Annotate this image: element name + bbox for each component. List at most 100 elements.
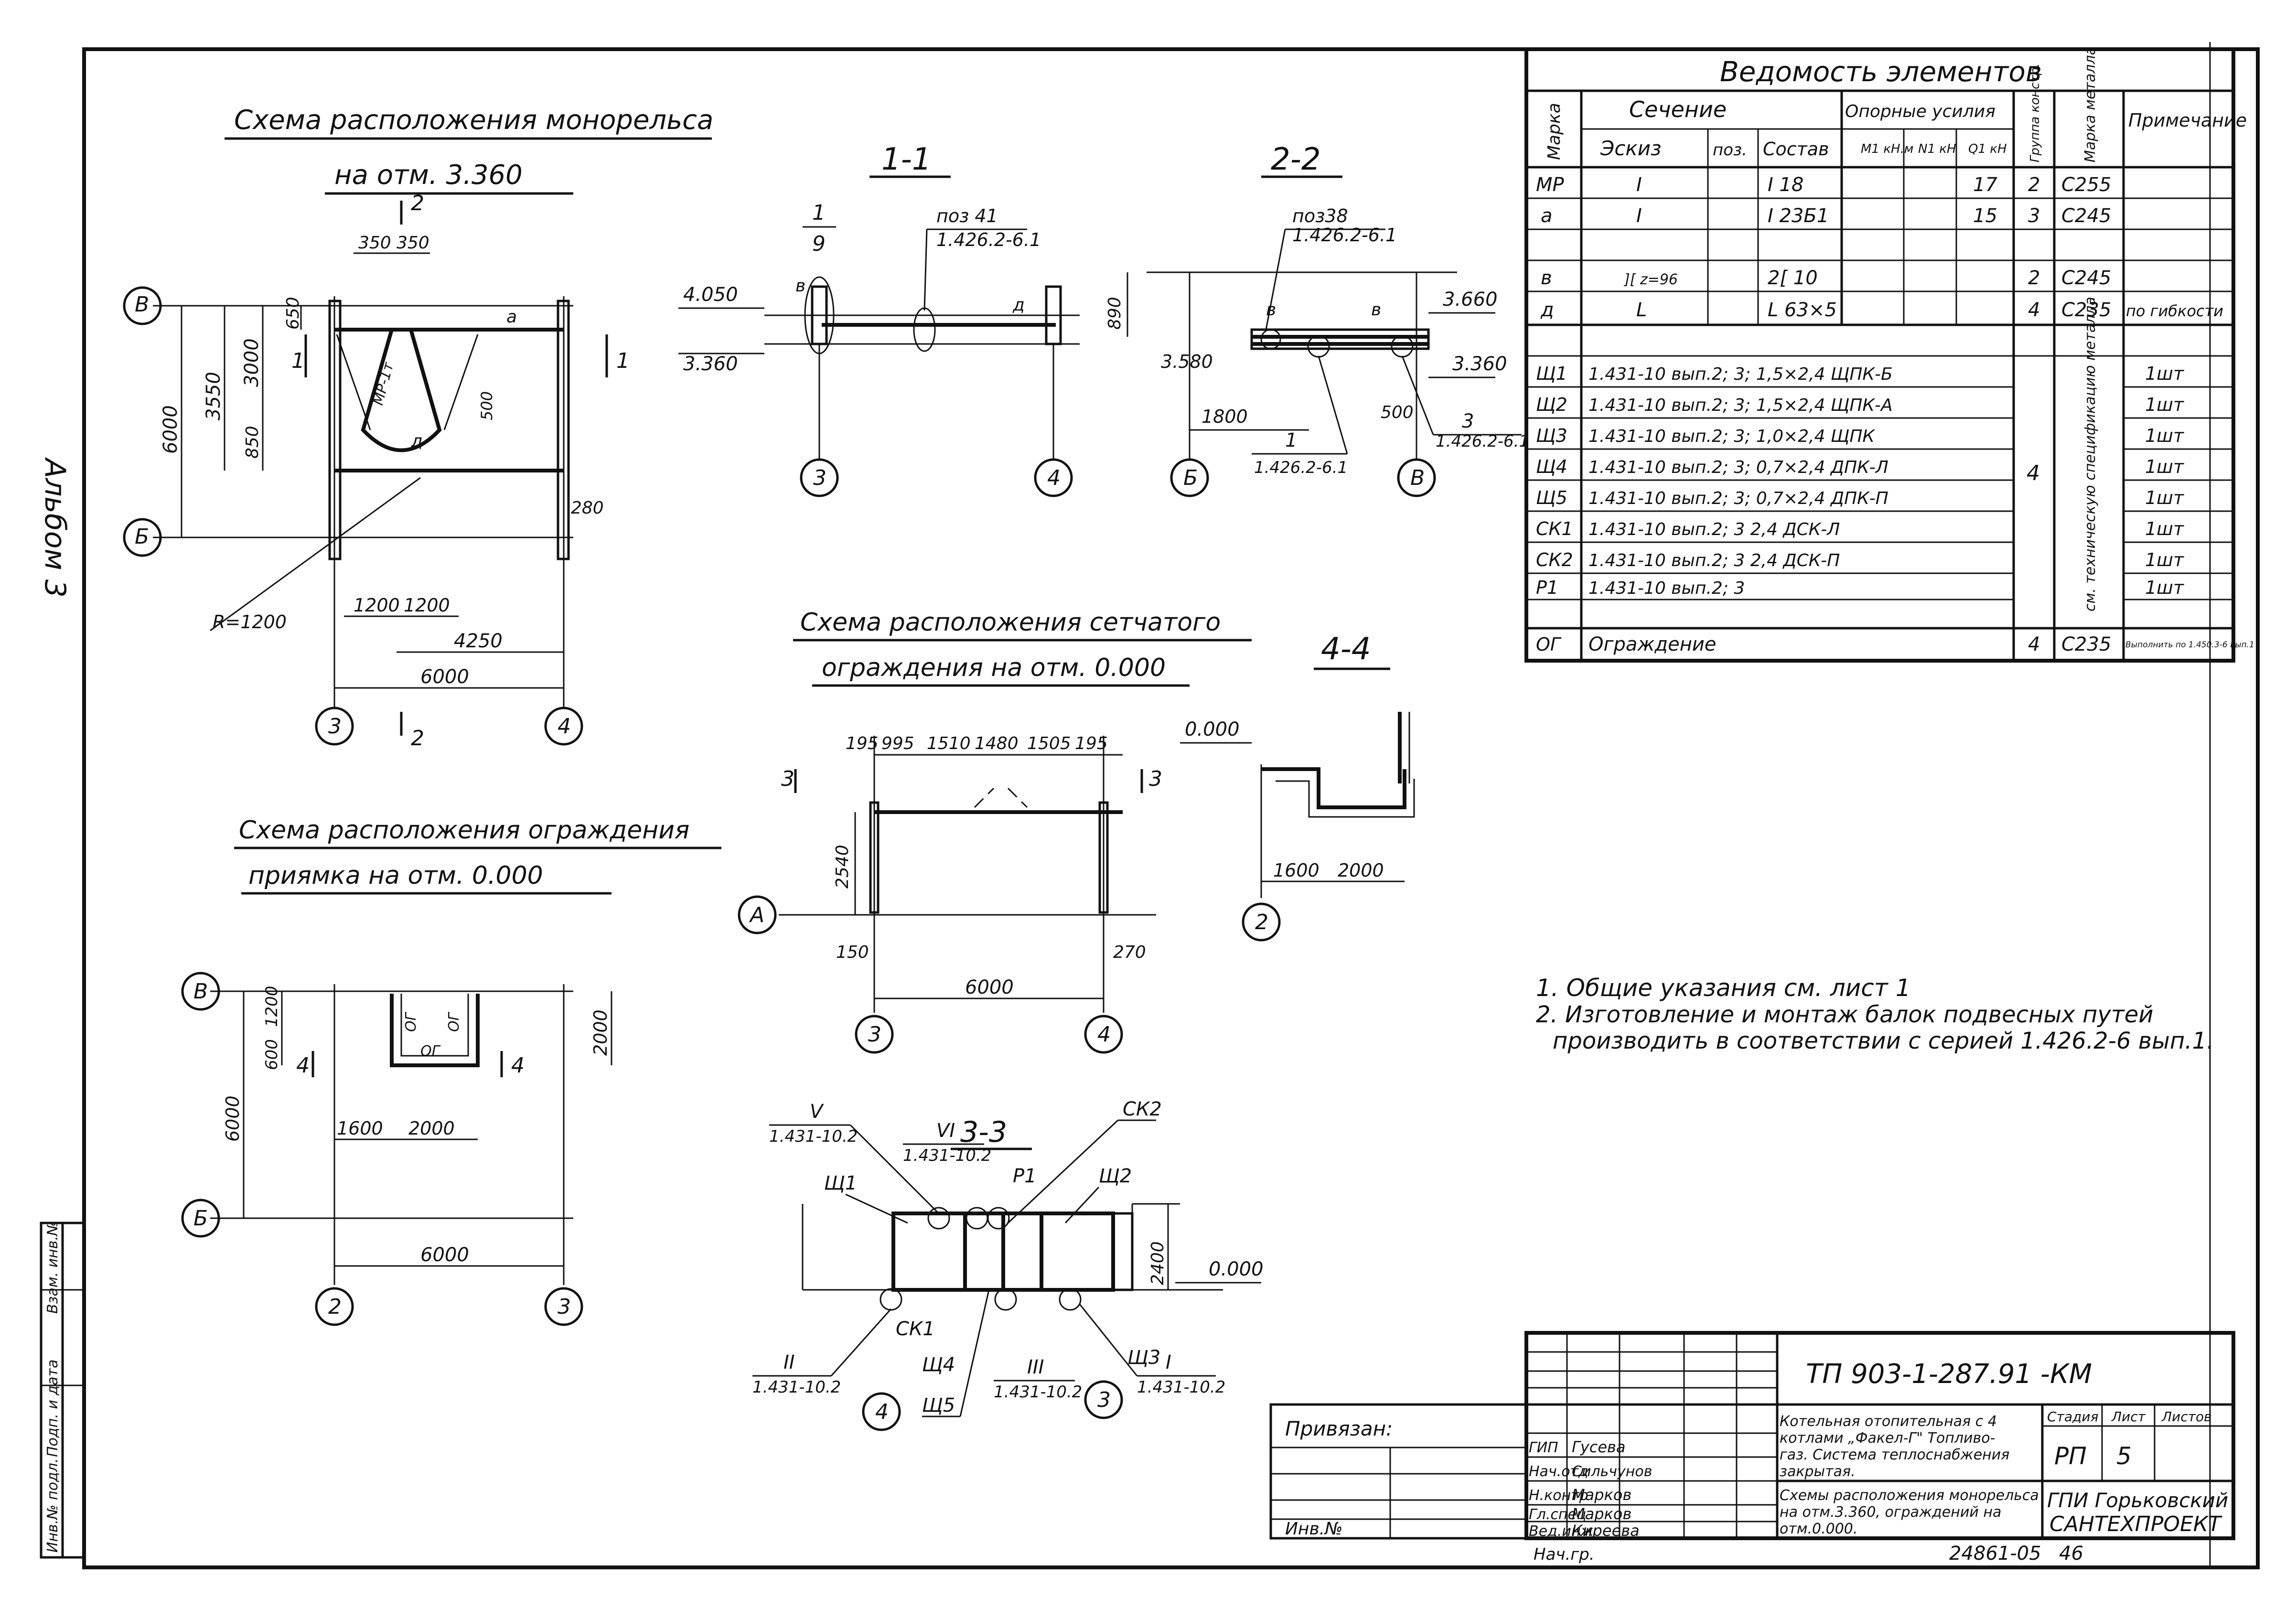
stamp-name-3: Марков xyxy=(1572,1505,1631,1523)
s22-d1800: 1800 xyxy=(1202,406,1248,427)
mono-d350a: 350 xyxy=(358,233,391,253)
stamp-name-4: Киреева xyxy=(1572,1522,1640,1540)
net-d270: 270 xyxy=(1113,943,1146,962)
panel1-desc: 1.431-10 вып.2; 3; 1,5×2,4 ЩПК-Б xyxy=(1588,365,1893,384)
panel4-marka: Щ4 xyxy=(1536,456,1567,477)
net-d150: 150 xyxy=(836,943,869,962)
row5-primech: по гибкости xyxy=(2126,302,2223,320)
s33-lbl-V: V xyxy=(810,1101,824,1123)
pit-d6000h: 6000 xyxy=(420,1244,469,1266)
hdr-q: Q1 кН xyxy=(1968,142,2007,156)
s22-lbl-ser2: 1.426.2-6.1 xyxy=(1254,458,1348,477)
mono-d4250: 4250 xyxy=(454,630,503,652)
row4-sostav: 2[ 10 xyxy=(1768,267,1818,289)
fence-gruppa: 4 xyxy=(2028,633,2040,655)
mono-dR: R=1200 xyxy=(213,611,287,633)
net-d2540: 2540 xyxy=(833,845,852,889)
fence-marka: ОГ xyxy=(1536,634,1562,655)
net-d195b: 195 xyxy=(1075,734,1108,753)
row1-marka: МР xyxy=(1536,174,1565,196)
s33-lbl-Vs: 1.431-10.2 xyxy=(769,1127,858,1146)
row5-eskiz: L xyxy=(1636,299,1647,321)
pit-d2000h: 2000 xyxy=(408,1118,455,1139)
row1-gruppa: 2 xyxy=(2028,174,2040,196)
view-monorail: Схема расположения монорельса на отм. 3.… xyxy=(123,105,713,751)
net-d6000: 6000 xyxy=(965,976,1014,998)
s22-d500: 500 xyxy=(1381,403,1414,422)
s11-lbl-ser: 1.426.2-6.1 xyxy=(936,229,1041,250)
net-d995: 995 xyxy=(881,734,914,753)
stamp-sheet-title-2: на отм.3.360, ограждений на xyxy=(1780,1504,2001,1521)
hdr-opornye: Опорные усилия xyxy=(1845,102,1996,121)
s11-lvl-4050: 4.050 xyxy=(683,284,738,306)
panel7-desc: 1.431-10 вып.2; 3 2,4 ДСК-П xyxy=(1588,551,1840,570)
panel5-desc: 1.431-10 вып.2; 3; 0,7×2,4 ДПК-П xyxy=(1588,489,1888,508)
fence-desc: Ограждение xyxy=(1588,633,1716,655)
mono-d6000h: 6000 xyxy=(420,666,469,688)
s22-lvl-3360: 3.360 xyxy=(1452,353,1507,375)
panel6-marka: СК1 xyxy=(1536,518,1573,539)
s22-mark-v2: в xyxy=(1371,300,1381,320)
stamp-object-3: газ. Система теплоснабжения xyxy=(1780,1447,2009,1463)
panel8-marka: Р1 xyxy=(1536,577,1558,598)
s11-mark-v: в xyxy=(795,276,805,296)
mono-d350b: 350 xyxy=(397,233,429,253)
s44-lvl: 0.000 xyxy=(1185,718,1240,740)
s44-ax-2: 2 xyxy=(1255,910,1268,934)
row2-gruppa: 3 xyxy=(2028,205,2040,227)
panel3-desc: 1.431-10 вып.2; 3; 1,0×2,4 ЩПК xyxy=(1588,427,1875,446)
s11-lbl-9: 9 xyxy=(812,232,826,256)
panel1-qty: 1шт xyxy=(2145,363,2185,384)
row5-sostav: L 63×5 xyxy=(1768,299,1837,321)
axis-3-label: 3 xyxy=(328,714,342,739)
row2-q: 15 xyxy=(1973,205,1997,227)
net-title-1: Схема расположения сетчатого xyxy=(800,608,1221,637)
s33-lbl-ck2: СК2 xyxy=(1123,1098,1162,1120)
row4-eskiz: ][ z=96 xyxy=(1623,271,1678,288)
s33-ax-4: 4 xyxy=(875,1400,889,1424)
s22-lvl-3660: 3.660 xyxy=(1443,289,1498,311)
stamp-org-1: ГПИ Горьковский xyxy=(2047,1489,2228,1512)
mono-title-1: Схема расположения монорельса xyxy=(234,105,713,136)
mono-d650: 650 xyxy=(283,297,303,330)
axis-b-label: Б xyxy=(135,525,149,549)
row2-sostav: I 23Б1 xyxy=(1768,205,1829,227)
net-cut-3-r: 3 xyxy=(1149,767,1162,791)
net-ax-A: А xyxy=(749,903,764,927)
s33-lbl-sh5: Щ5 xyxy=(922,1394,955,1416)
mono-d3000: 3000 xyxy=(241,338,263,387)
panel6-desc: 1.431-10 вып.2; 3 2,4 ДСК-Л xyxy=(1588,520,1840,539)
panel8-desc: 1.431-10 вып.2; 3 xyxy=(1588,579,1745,598)
s33-lvl: 0.000 xyxy=(1209,1258,1264,1280)
stamp-name-0: Гусева xyxy=(1572,1438,1626,1456)
s22-lbl-1: 1 xyxy=(1285,429,1297,451)
pit-ax-2: 2 xyxy=(328,1295,342,1319)
stamp-list-h: Лист xyxy=(2111,1409,2146,1425)
mono-d6000v: 6000 xyxy=(160,405,182,454)
s33-lbl-IIs: 1.431-10.2 xyxy=(752,1378,841,1397)
stamp-role-4: Вед.инж xyxy=(1529,1523,1593,1540)
s33-lbl-sh4: Щ4 xyxy=(922,1354,955,1376)
pit-ax-B: Б xyxy=(193,1206,208,1231)
pit-d1200: 1200 xyxy=(262,986,281,1027)
side-stamp: Инв.№ подл. Подп. и дата Взам. инв.№ xyxy=(40,1221,86,1559)
pit-cut-4: 4 xyxy=(296,1053,310,1078)
panel2-qty: 1шт xyxy=(2145,394,2185,415)
pit-d2000v: 2000 xyxy=(590,1009,611,1056)
panel7-marka: СК2 xyxy=(1536,549,1573,570)
view-section-4-4: 4-4 0.000 1600 2000 2 xyxy=(1180,632,1415,942)
s33-lbl-II: II xyxy=(783,1351,795,1373)
pit-cut-4-r: 4 xyxy=(511,1053,525,1078)
s44-d1600: 1600 xyxy=(1273,860,1320,881)
stamp-doc-code: ТП 903-1-287.91 -КМ xyxy=(1806,1359,2092,1390)
side-stamp-inv: Инв.№ подл. xyxy=(44,1458,61,1553)
row1-stal: С255 xyxy=(2061,174,2111,196)
pit-og-1: ОГ xyxy=(403,1011,419,1032)
mono-d850: 850 xyxy=(243,426,262,459)
s33-lbl-sh2: Щ2 xyxy=(1099,1165,1132,1187)
s22-mark-v1: в xyxy=(1266,300,1276,320)
row5-stal: С235 xyxy=(2061,299,2111,321)
s11-ax-3: 3 xyxy=(813,466,826,490)
hdr-eskiz: Эскиз xyxy=(1600,137,1661,160)
s33-ax-3: 3 xyxy=(1097,1388,1111,1412)
